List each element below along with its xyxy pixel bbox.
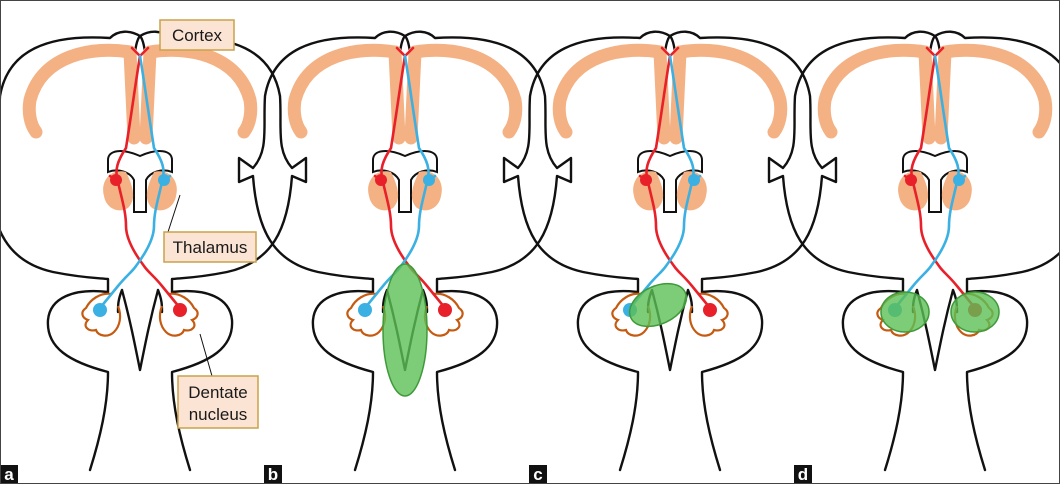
panel-letter-a: a — [4, 465, 14, 484]
panel-d — [769, 32, 1060, 470]
panel-tag-d: d — [794, 465, 812, 484]
panel-c — [504, 32, 836, 470]
callout-thalamus: Thalamus — [164, 195, 256, 262]
lesion-dentate-left — [881, 292, 929, 332]
lesion-crossing-pathway — [623, 275, 693, 335]
panel-letter-d: d — [798, 465, 808, 484]
panel-letter-c: c — [533, 465, 542, 484]
callout-cortex: Cortex — [160, 20, 234, 50]
panel-tag-c: c — [529, 465, 547, 484]
panel-b — [239, 32, 571, 470]
label-cortex: Cortex — [172, 26, 223, 45]
lesion-midline-brainstem — [383, 264, 427, 396]
label-thalamus: Thalamus — [173, 238, 248, 257]
label-dentate-line1: Dentate — [188, 383, 248, 402]
panel-letter-b: b — [268, 465, 278, 484]
panel-tag-a: a — [0, 465, 18, 484]
panel-a — [0, 32, 306, 470]
label-dentate-line2: nucleus — [189, 405, 248, 424]
callout-dentate: Dentate nucleus — [178, 334, 258, 428]
lesion-dentate-right — [951, 292, 999, 332]
panel-tag-b: b — [264, 465, 282, 484]
